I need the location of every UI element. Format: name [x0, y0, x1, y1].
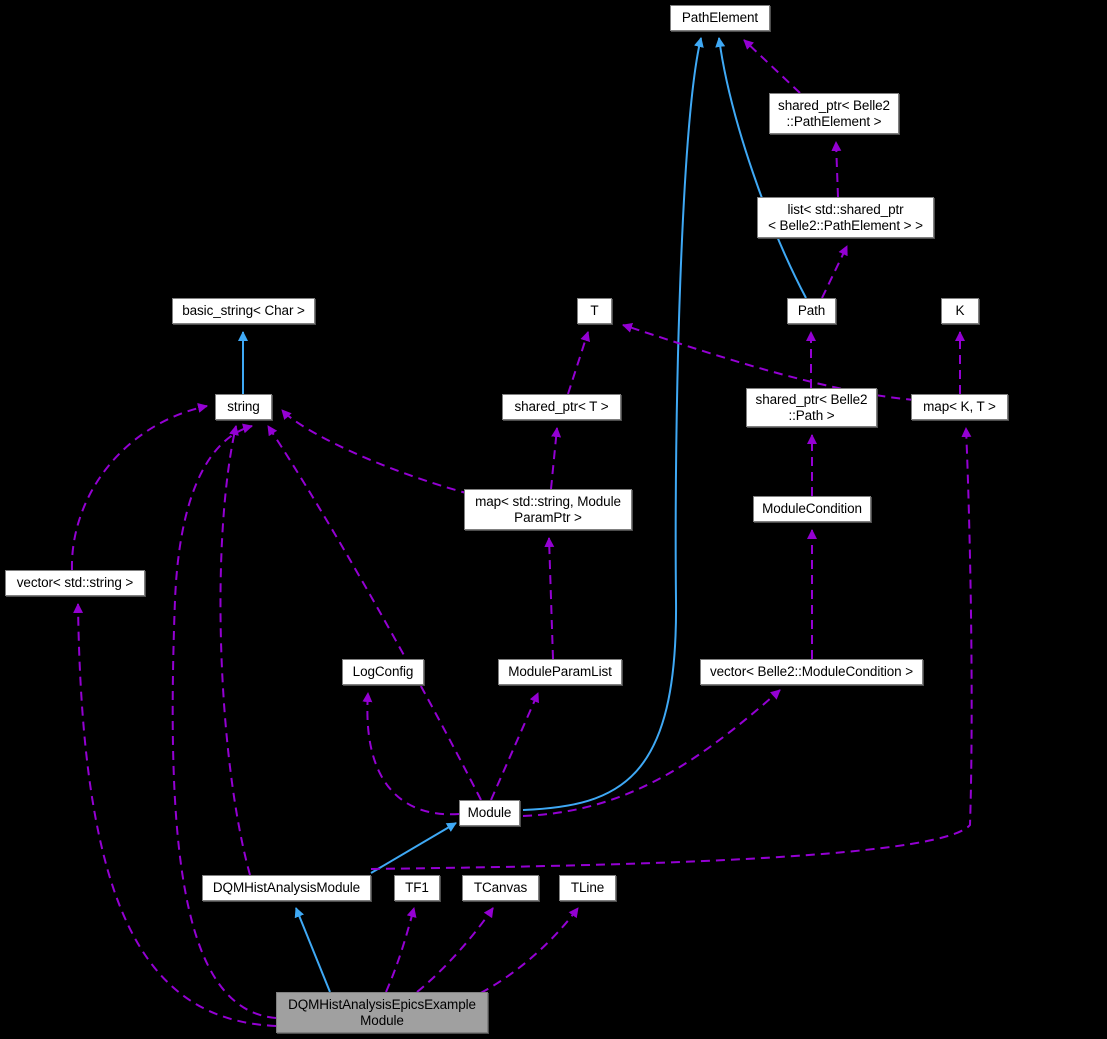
edge-module-to-moduleparamlist — [490, 692, 539, 801]
class-node-t[interactable]: T — [577, 298, 612, 324]
edge-vectorString-to-string — [70, 403, 208, 571]
class-node-logconfig[interactable]: LogConfig — [342, 659, 424, 685]
class-node-label: ModuleCondition — [762, 501, 862, 517]
edge-dqmepics-to-dqmhist — [294, 907, 331, 993]
class-node-dqmepicsexample[interactable]: DQMHistAnalysisEpicsExample Module — [276, 992, 488, 1033]
class-node-label: list< std::shared_ptr < Belle2::PathElem… — [768, 202, 923, 233]
class-node-vector_string[interactable]: vector< std::string > — [5, 570, 145, 596]
class-node-label: map< K, T > — [923, 399, 996, 415]
edge-dqmhist-to-string — [219, 425, 251, 876]
edge-dqmepics-to-vectorString — [73, 603, 277, 1027]
class-node-list_sp_pe[interactable]: list< std::shared_ptr < Belle2::PathElem… — [757, 197, 934, 238]
class-node-modulecondition[interactable]: ModuleCondition — [753, 496, 871, 522]
class-node-label: Path — [797, 303, 826, 319]
class-node-tline[interactable]: TLine — [559, 875, 616, 901]
edge-spPathElement-to-pathelement — [743, 39, 801, 94]
class-node-basic_string[interactable]: basic_string< Char > — [172, 298, 315, 324]
class-node-label: shared_ptr< T > — [514, 399, 609, 415]
class-node-sp_t[interactable]: shared_ptr< T > — [502, 394, 621, 420]
class-node-map_k_t[interactable]: map< K, T > — [911, 394, 1008, 420]
class-node-label: TF1 — [405, 880, 429, 896]
edge-module-to-logconfig — [362, 692, 460, 816]
class-node-vector_modcond[interactable]: vector< Belle2::ModuleCondition > — [700, 659, 923, 685]
class-node-sp_path[interactable]: shared_ptr< Belle2 ::Path > — [746, 388, 877, 427]
class-node-module[interactable]: Module — [459, 800, 520, 826]
edge-path-to-pathelement — [715, 37, 807, 299]
class-node-string[interactable]: string — [215, 394, 272, 420]
edge-spT-to-T — [567, 331, 590, 395]
class-node-label: vector< std::string > — [16, 575, 134, 591]
class-node-dqmhistanalysis[interactable]: DQMHistAnalysisModule — [202, 875, 371, 901]
edge-moduleparamlist-to-mapStringMpp — [544, 537, 555, 660]
class-node-label: LogConfig — [352, 664, 414, 680]
edge-dqmhist-to-module — [370, 822, 457, 874]
edge-listsp-to-spPathElement — [831, 141, 842, 198]
class-node-path[interactable]: Path — [787, 298, 836, 324]
class-node-label: map< std::string, Module ParamPtr > — [475, 494, 621, 525]
class-node-label: Module — [467, 805, 512, 821]
edge-module-to-string — [267, 425, 482, 801]
class-node-label: ModuleParamList — [508, 664, 612, 680]
class-node-tcanvas[interactable]: TCanvas — [462, 875, 539, 901]
class-node-label: PathElement — [681, 10, 759, 26]
edge-module-to-pathelement — [522, 37, 704, 811]
class-node-k[interactable]: K — [941, 298, 979, 324]
class-node-label: DQMHistAnalysisEpicsExample Module — [288, 997, 476, 1028]
class-node-label: basic_string< Char > — [182, 303, 305, 319]
edge-mapStringMpp-to-string — [281, 409, 471, 495]
class-node-label: TLine — [570, 880, 605, 896]
edge-dqmepics-to-tline — [466, 907, 579, 1001]
edge-dqmhist-to-mapKT — [370, 427, 973, 870]
inheritance-edges — [238, 37, 807, 993]
edge-dqmepics-to-tcanvas — [416, 907, 494, 993]
edge-dqmepics-to-tf1 — [385, 907, 417, 993]
class-node-sp_pathelement[interactable]: shared_ptr< Belle2 ::PathElement > — [769, 93, 899, 134]
edge-module-to-vectorModCond — [522, 689, 781, 817]
class-node-map_string_mpp[interactable]: map< std::string, Module ParamPtr > — [464, 489, 632, 530]
class-node-label: TCanvas — [473, 880, 528, 896]
edge-path-to-listsp — [821, 245, 848, 299]
class-node-pathelement[interactable]: PathElement — [670, 5, 770, 31]
class-node-moduleparamlist[interactable]: ModuleParamList — [498, 659, 622, 685]
usage-edges — [70, 39, 973, 1027]
class-node-label: shared_ptr< Belle2 ::PathElement > — [778, 98, 890, 129]
class-node-label: K — [955, 303, 965, 319]
edge-mapStringMpp-to-spT — [550, 427, 562, 490]
class-node-tf1[interactable]: TF1 — [394, 875, 440, 901]
class-node-label: T — [590, 303, 599, 319]
class-node-label: shared_ptr< Belle2 ::Path > — [755, 392, 868, 423]
class-node-label: string — [227, 399, 260, 415]
class-node-label: vector< Belle2::ModuleCondition > — [709, 664, 914, 680]
class-node-label: DQMHistAnalysisModule — [212, 880, 361, 896]
